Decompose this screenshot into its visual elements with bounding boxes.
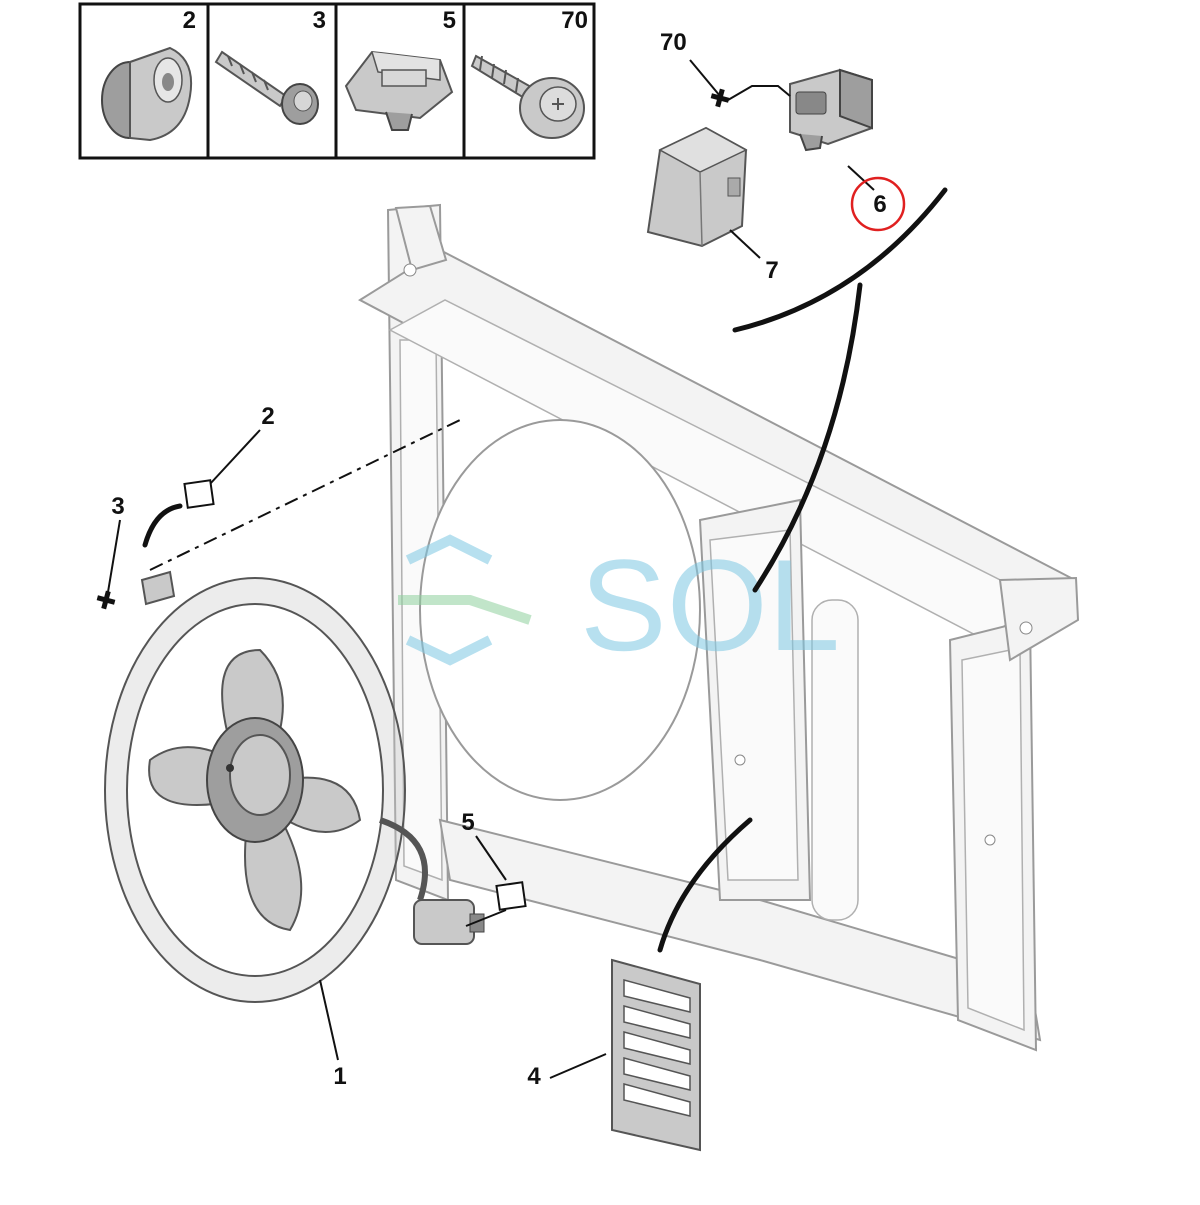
grommet-icon xyxy=(101,46,192,142)
legend-cell-3: 3 xyxy=(214,7,326,125)
sensor-connector-part xyxy=(789,68,873,152)
leader-lines xyxy=(107,59,875,1079)
callout-2: 2 xyxy=(261,403,274,430)
fan-connector-icon xyxy=(413,899,485,945)
watermark: SOL xyxy=(398,532,840,678)
callout-4: 4 xyxy=(527,1063,541,1090)
fastener-legend-table: 2 3 5 xyxy=(78,2,596,160)
cross-marker-icon xyxy=(96,590,116,610)
legend-ref-5: 5 xyxy=(443,7,456,34)
legend-cell-5: 5 xyxy=(344,7,456,131)
square-marker-icon xyxy=(183,479,215,509)
callout-5: 5 xyxy=(461,809,474,836)
legend-ref-70: 70 xyxy=(561,7,588,34)
square-marker-icon xyxy=(495,881,527,911)
callout-7: 7 xyxy=(765,257,778,284)
callout-6: 6 xyxy=(873,191,886,218)
watermark-text: SOL xyxy=(580,532,840,678)
legend-cell-2: 2 xyxy=(101,7,196,142)
foam-block-part xyxy=(646,126,748,248)
legend-ref-3: 3 xyxy=(313,7,326,34)
clip-nut-icon xyxy=(344,50,454,131)
cross-marker-icon xyxy=(710,88,730,108)
callout-1: 1 xyxy=(333,1063,346,1090)
pin-bolt-icon xyxy=(214,50,319,125)
legend-ref-2: 2 xyxy=(183,7,196,34)
cooling-module-frame xyxy=(358,203,1080,1052)
callout-3: 3 xyxy=(111,493,124,520)
wiring-harness xyxy=(142,187,948,953)
fan-assembly xyxy=(104,570,485,1003)
watermark-logo-icon xyxy=(398,534,532,666)
callout-70: 70 xyxy=(660,29,687,56)
fastener-markers xyxy=(96,88,730,911)
shutter-grille-part xyxy=(611,958,701,1152)
legend-cell-70: 70 xyxy=(470,7,588,139)
screw-icon xyxy=(470,54,585,139)
callout-6-highlight-ring xyxy=(850,176,906,232)
callout-labels: 70 6 7 2 3 5 1 4 xyxy=(111,29,886,1090)
